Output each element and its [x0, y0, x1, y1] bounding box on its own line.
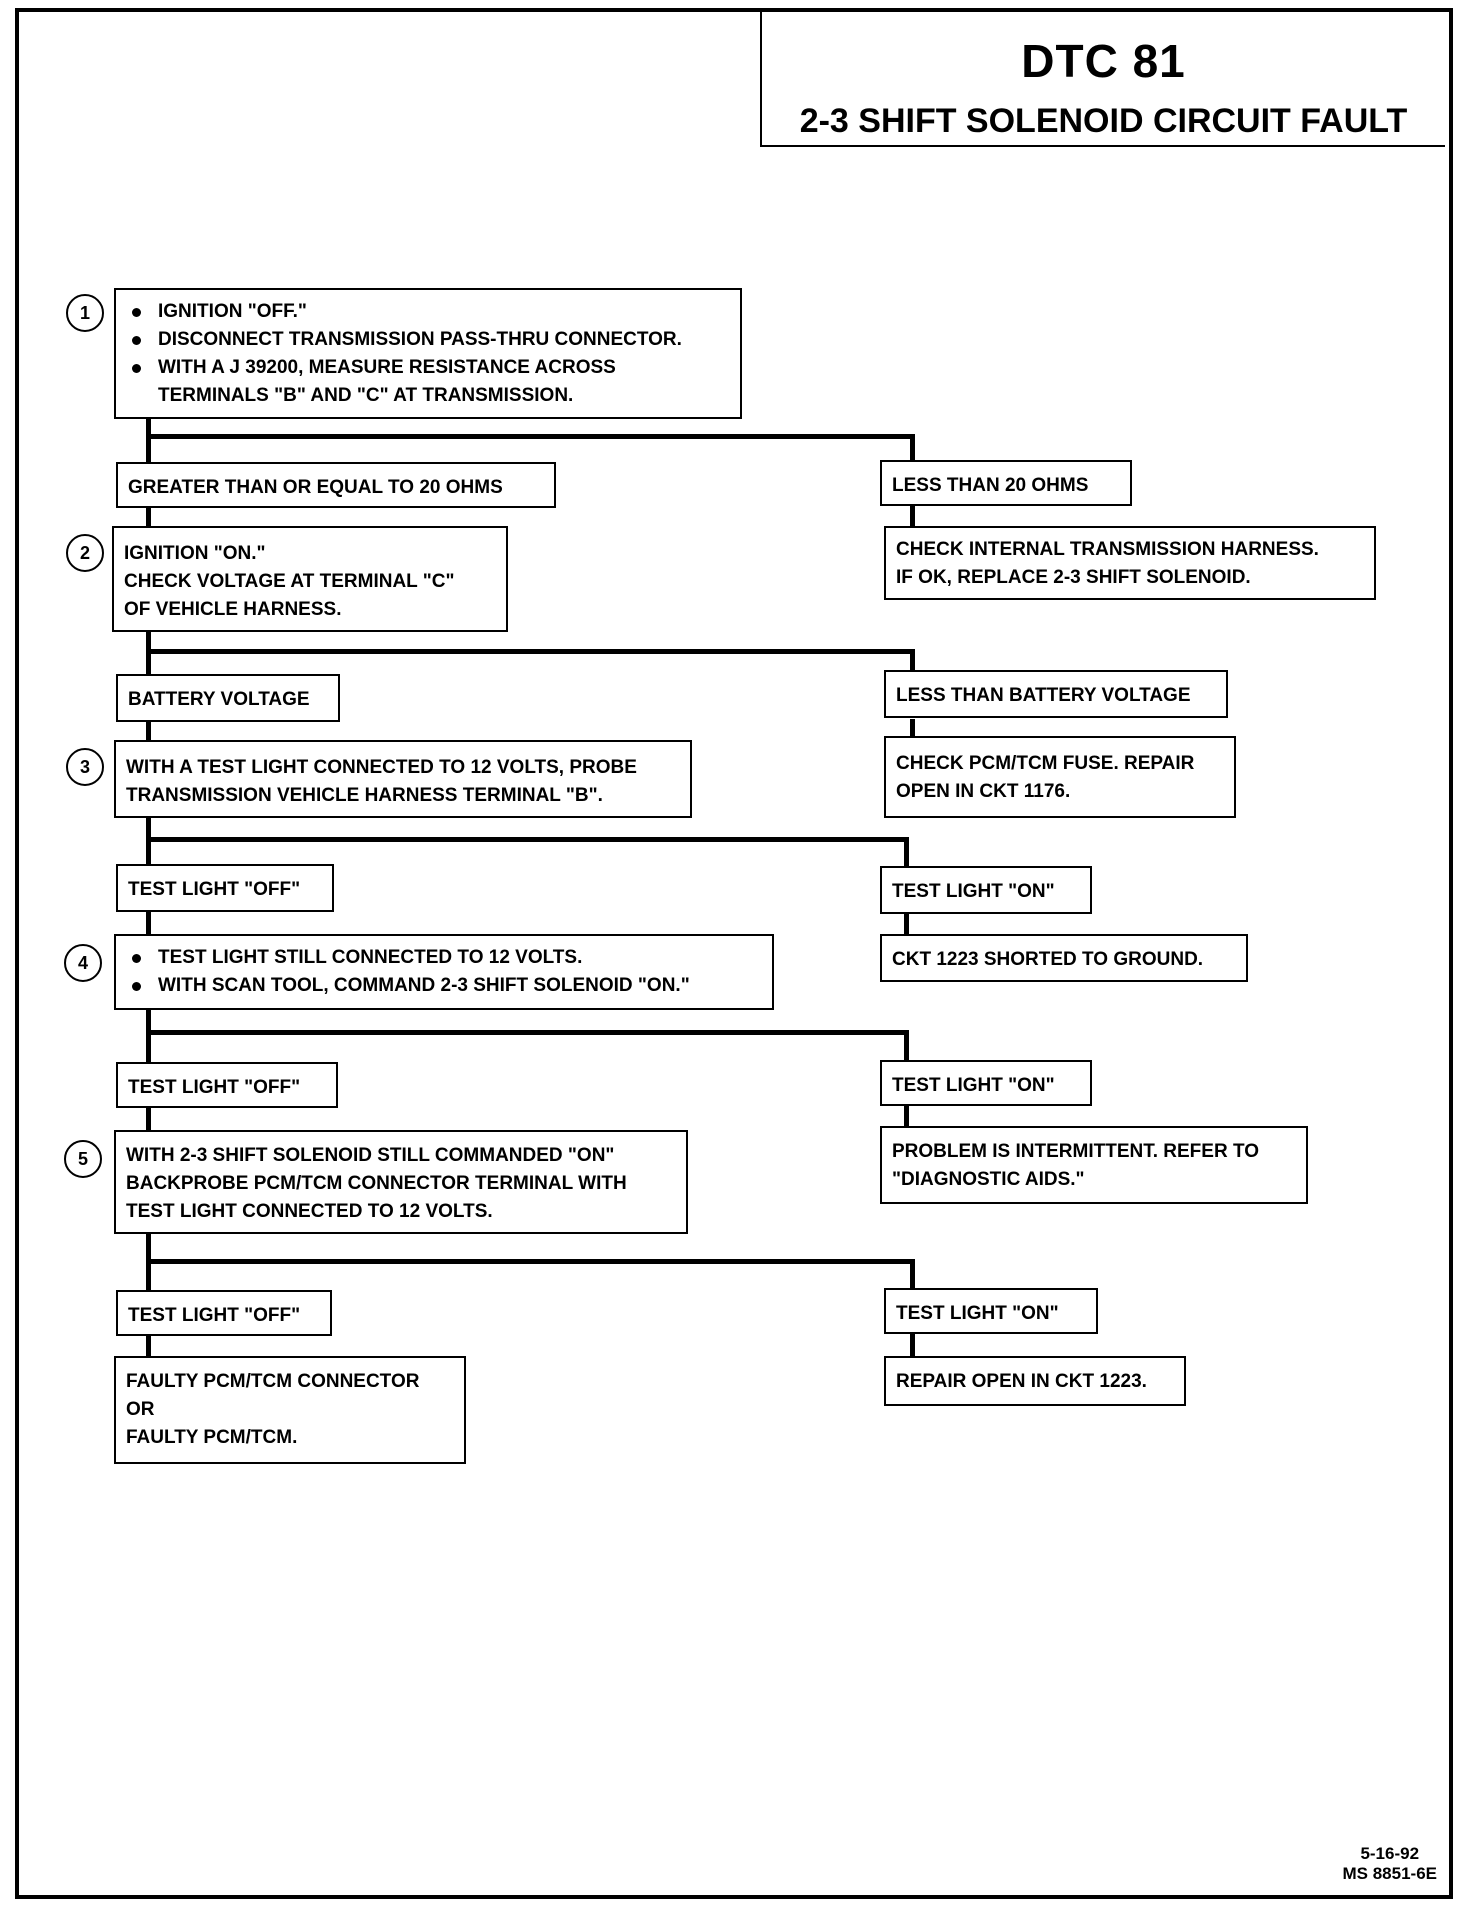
branch-label-box: BATTERY VOLTAGE [116, 674, 340, 722]
connector-line [146, 649, 915, 654]
connector-line [904, 1106, 909, 1128]
step-1-box: IGNITION "OFF." DISCONNECT TRANSMISSION … [114, 288, 742, 419]
connector-line [146, 912, 151, 936]
result-box: CKT 1223 SHORTED TO GROUND. [880, 934, 1248, 982]
result-box: FAULTY PCM/TCM CONNECTOR OR FAULTY PCM/T… [114, 1356, 466, 1464]
connector-line [146, 1336, 151, 1358]
branch-label-box: LESS THAN BATTERY VOLTAGE [884, 670, 1228, 718]
connector-line [904, 913, 909, 936]
footer-reference: 5-16-92 MS 8851-6E [1343, 1844, 1438, 1884]
connector-line [146, 1010, 151, 1068]
result-box: CHECK PCM/TCM FUSE. REPAIR OPEN IN CKT 1… [884, 736, 1236, 818]
step-4-box: TEST LIGHT STILL CONNECTED TO 12 VOLTS. … [114, 934, 774, 1010]
branch-label-box: LESS THAN 20 OHMS [880, 460, 1132, 506]
step-number-badge: 1 [66, 294, 104, 332]
step-4-item: TEST LIGHT STILL CONNECTED TO 12 VOLTS. [126, 944, 762, 972]
step-1-item: WITH A J 39200, MEASURE RESISTANCE ACROS… [126, 354, 730, 382]
branch-label-box: TEST LIGHT "OFF" [116, 864, 334, 912]
title-block: DTC 81 2-3 SHIFT SOLENOID CIRCUIT FAULT [760, 10, 1445, 147]
step-1-item: IGNITION "OFF." [126, 298, 730, 326]
branch-label-box: TEST LIGHT "ON" [884, 1288, 1098, 1334]
bullet-icon [132, 364, 141, 373]
step-1-item: DISCONNECT TRANSMISSION PASS-THRU CONNEC… [126, 326, 730, 354]
connector-line [910, 719, 915, 739]
connector-line [146, 1030, 909, 1035]
document-id: MS 8851-6E [1342, 1864, 1438, 1883]
connector-line [146, 418, 151, 466]
result-box: CHECK INTERNAL TRANSMISSION HARNESS. IF … [884, 526, 1376, 600]
connector-line [910, 434, 915, 466]
branch-label-box: GREATER THAN OR EQUAL TO 20 OHMS [116, 462, 556, 508]
bullet-icon [132, 982, 141, 991]
connector-line [904, 1030, 909, 1066]
connector-line [146, 434, 915, 439]
bullet-icon [132, 308, 141, 317]
page-border [15, 8, 1453, 1899]
step-2-box: IGNITION "ON." CHECK VOLTAGE AT TERMINAL… [112, 526, 508, 632]
connector-line [910, 1259, 915, 1295]
dtc-code: DTC 81 [1021, 35, 1186, 87]
bullet-icon [132, 954, 141, 963]
step-4-item: WITH SCAN TOOL, COMMAND 2-3 SHIFT SOLENO… [126, 972, 762, 1000]
connector-line [146, 508, 151, 530]
connector-line [146, 1108, 151, 1130]
branch-label-box: TEST LIGHT "OFF" [116, 1290, 332, 1336]
connector-line [146, 1259, 915, 1264]
step-number-badge: 4 [64, 944, 102, 982]
result-box: REPAIR OPEN IN CKT 1223. [884, 1356, 1186, 1406]
revision-date: 5-16-92 [1360, 1844, 1420, 1863]
step-3-box: WITH A TEST LIGHT CONNECTED TO 12 VOLTS,… [114, 740, 692, 818]
step-number-badge: 5 [64, 1140, 102, 1178]
step-5-box: WITH 2-3 SHIFT SOLENOID STILL COMMANDED … [114, 1130, 688, 1234]
connector-line [910, 1334, 915, 1356]
branch-label-box: TEST LIGHT "ON" [880, 866, 1092, 914]
branch-label-box: TEST LIGHT "OFF" [116, 1062, 338, 1108]
result-box: PROBLEM IS INTERMITTENT. REFER TO "DIAGN… [880, 1126, 1308, 1204]
step-number-badge: 3 [66, 748, 104, 786]
step-1-item: TERMINALS "B" AND "C" AT TRANSMISSION. [158, 385, 574, 406]
connector-line [146, 818, 151, 870]
connector-line [146, 837, 909, 842]
connector-line [146, 722, 151, 742]
step-number-badge: 2 [66, 534, 104, 572]
connector-line [904, 837, 909, 873]
bullet-icon [132, 336, 141, 345]
dtc-name: 2-3 SHIFT SOLENOID CIRCUIT FAULT [799, 102, 1408, 140]
branch-label-box: TEST LIGHT "ON" [880, 1060, 1092, 1106]
connector-line [146, 1234, 151, 1296]
connector-line [910, 649, 915, 671]
connector-line [910, 506, 915, 528]
